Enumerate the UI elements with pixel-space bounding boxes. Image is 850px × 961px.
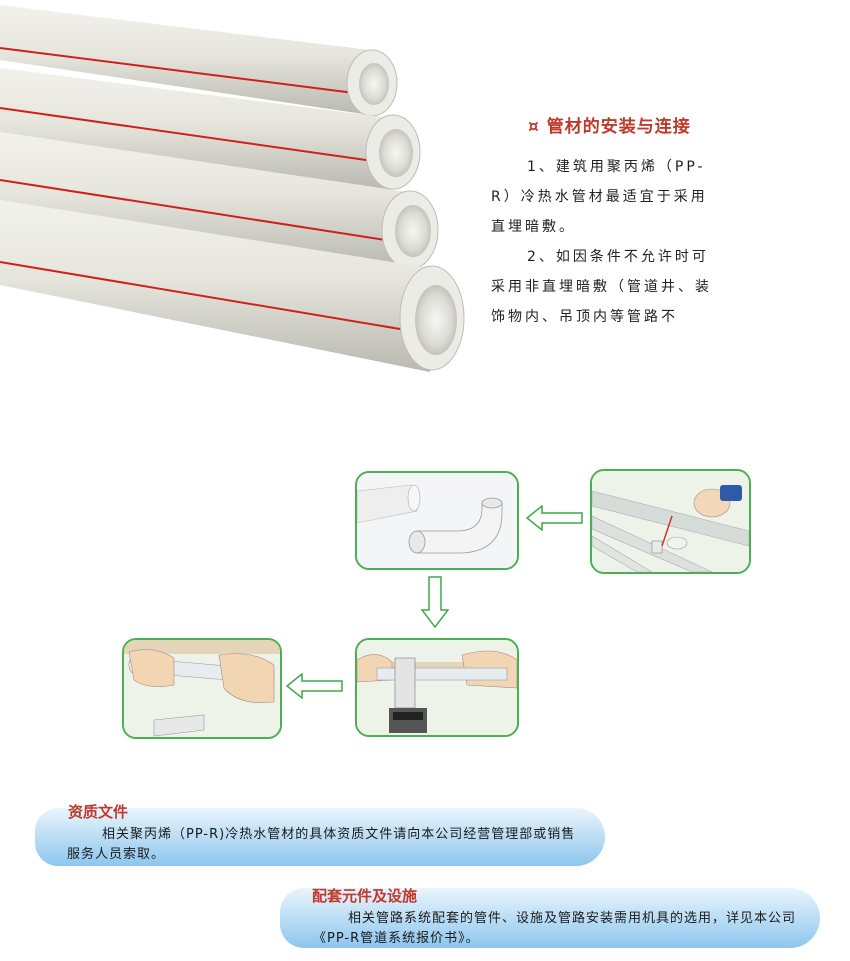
- qualification-text: 相关聚丙烯（PP-R)冷热水管材的具体资质文件请向本公司经营管理部或销售服务人员…: [67, 825, 577, 865]
- install-paragraph-2-text: 2、如因条件不允许时可采用非直埋暗敷（管道井、装饰物内、吊顶内等管路不: [491, 249, 712, 325]
- install-section-title: ¤ 管材的安装与连接: [528, 117, 691, 137]
- install-paragraph-1-text: 1、建筑用聚丙烯（PP-R）冷热水管材最适宜于采用直埋暗敷。: [491, 159, 708, 235]
- qualification-title: 资质文件: [68, 803, 129, 821]
- step-pipe-fitting-image: [355, 471, 519, 570]
- accessories-banner: [280, 888, 820, 948]
- step-welding-image: [355, 638, 519, 737]
- step-joining-image: [122, 638, 282, 739]
- install-paragraph-2: 2、如因条件不允许时可采用非直埋暗敷（管道井、装饰物内、吊顶内等管路不: [491, 242, 721, 332]
- qualification-banner: [35, 808, 605, 866]
- accessories-title: 配套元件及设施: [312, 887, 418, 905]
- accessories-text-content: 相关管路系统配套的管件、设施及管路安装需用机具的选用，详见本公司《PP-R管道系…: [313, 911, 797, 946]
- accessories-text: 相关管路系统配套的管件、设施及管路安装需用机具的选用，详见本公司《PP-R管道系…: [313, 909, 823, 949]
- arrow-left-icon: [286, 673, 343, 699]
- qualification-text-content: 相关聚丙烯（PP-R)冷热水管材的具体资质文件请向本公司经营管理部或销售服务人员…: [67, 827, 576, 862]
- install-paragraph-1: 1、建筑用聚丙烯（PP-R）冷热水管材最适宜于采用直埋暗敷。: [491, 152, 721, 242]
- step-cutting-image: [590, 469, 751, 574]
- pipes-image: [0, 0, 470, 385]
- arrow-left-icon: [526, 505, 583, 531]
- arrow-down-icon: [421, 576, 449, 628]
